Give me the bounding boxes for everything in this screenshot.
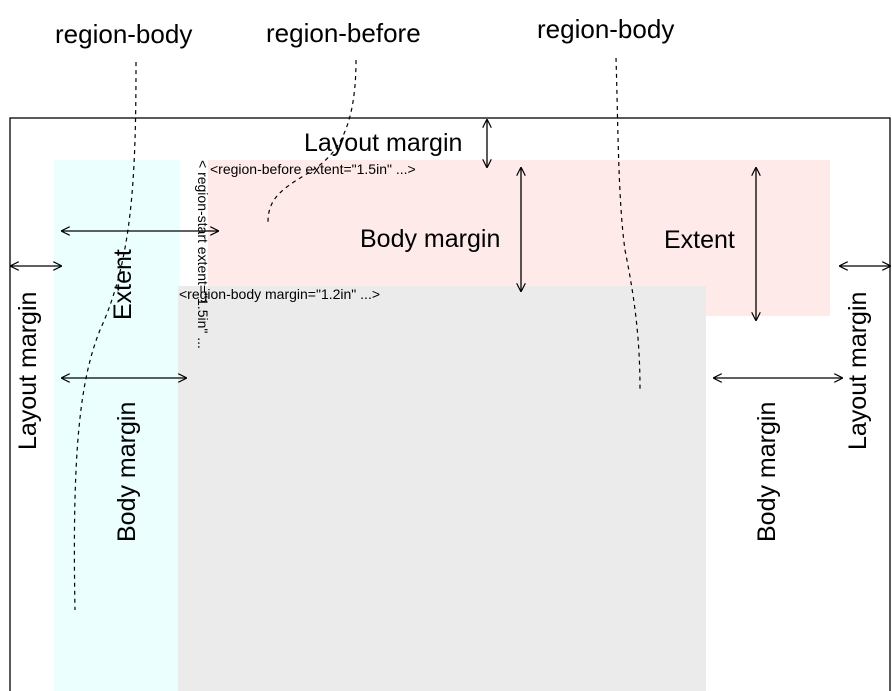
layout-margin-top-label: Layout margin: [304, 129, 462, 157]
page-outline: [9, 117, 891, 691]
region-body-code-label: <region-body margin="1.2in" ...>: [179, 286, 380, 302]
body-margin-top-label: Body margin: [360, 225, 500, 253]
region-before-code-label: <region-before extent="1.5in" ...>: [210, 161, 416, 177]
top-label-middle: region-before: [266, 18, 421, 48]
leader-line-left: [73, 61, 137, 611]
body-margin-left-label: Body margin: [113, 402, 141, 542]
layout-margin-left-label: Layout margin: [14, 292, 42, 450]
leader-line-middle: [267, 59, 357, 223]
top-label-left: region-body: [55, 19, 192, 49]
region-start-code-label: < region-start extent="1.5in" ...: [195, 160, 211, 349]
extent-top-label: Extent: [664, 226, 735, 254]
leader-line-right: [615, 57, 641, 391]
body-margin-right-label: Body margin: [753, 402, 781, 542]
layout-margin-right-label: Layout margin: [844, 292, 872, 450]
region-body-area: [178, 286, 706, 691]
top-label-right: region-body: [537, 14, 674, 44]
extent-left-label: Extent: [109, 249, 137, 320]
